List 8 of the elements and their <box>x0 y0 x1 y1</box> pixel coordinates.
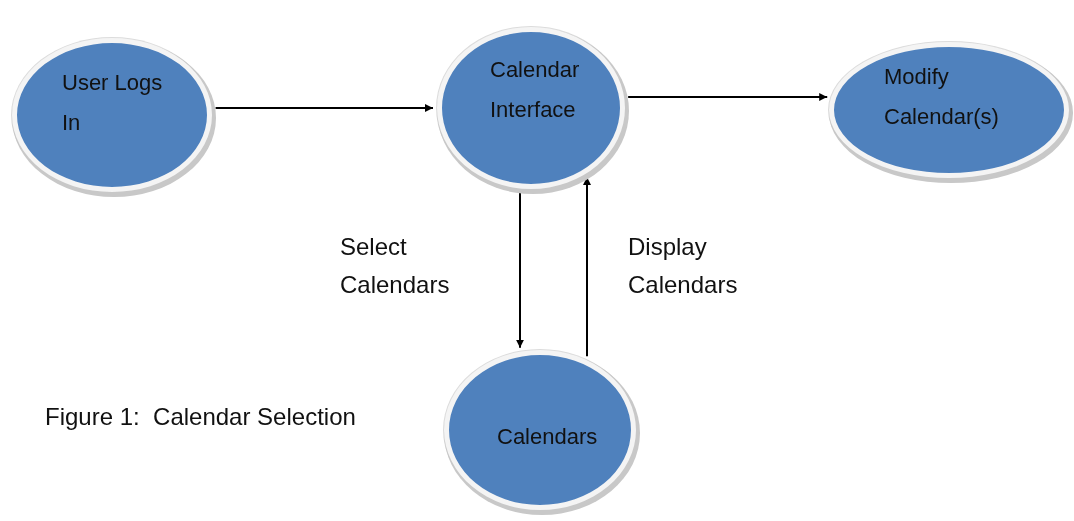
node-label: User Logs In <box>62 69 164 137</box>
figure-caption: Figure 1: Calendar Selection <box>45 403 356 431</box>
arrow <box>214 104 434 112</box>
node-label: Calendar Interface <box>490 56 581 124</box>
arrow <box>627 93 829 101</box>
arrow <box>516 191 524 349</box>
node-label: Calendars <box>497 423 599 451</box>
node-label: Modify Calendar(s) <box>884 63 1000 131</box>
